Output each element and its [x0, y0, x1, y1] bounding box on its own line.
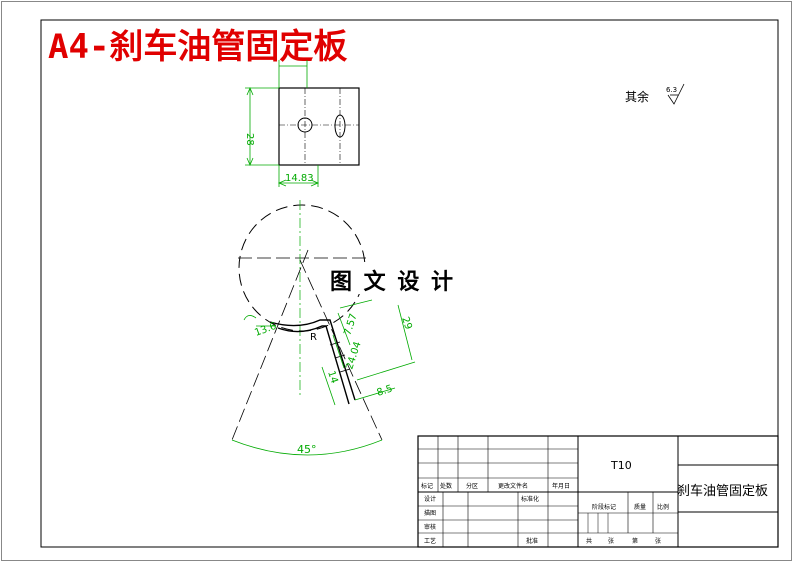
dim-small-label: R	[310, 332, 317, 343]
inner-frame	[40, 19, 779, 548]
tb-label-count: 处数	[440, 482, 452, 490]
tb-page: 第	[632, 537, 638, 545]
tb-total: 共	[586, 537, 592, 545]
tb-check: 审核	[424, 523, 436, 531]
tb-label-zone: 分区	[466, 482, 478, 490]
dim-width-label: 14.83	[285, 173, 314, 184]
tb-standardize: 标准化	[521, 495, 539, 503]
dim-d-label: 14	[325, 370, 339, 386]
dim-angle-label: 45°	[297, 443, 317, 456]
tb-material: T10	[610, 459, 632, 472]
tb-label-date: 年月日	[552, 482, 570, 490]
tb-sheets: 张	[608, 537, 614, 545]
dim-e-label: 8.5	[376, 383, 395, 398]
dim-b-label: 24.04	[344, 340, 363, 371]
clamp-profile	[269, 319, 356, 405]
tb-page-sheets: 张	[655, 537, 661, 545]
front-view: 13.6 R 7.57 24.04 29 14 8.5 45°	[231, 200, 416, 456]
drawing-title: A4-刹车油管固定板	[48, 27, 347, 67]
tb-process: 工艺	[424, 537, 436, 545]
slot-hole	[334, 114, 346, 138]
roughness-symbol-icon	[667, 83, 685, 105]
tb-draw: 描图	[424, 509, 436, 517]
tb-label-file: 更改文件名	[498, 482, 528, 490]
dim-c-label: 29	[399, 316, 413, 332]
title-block	[417, 435, 779, 548]
tb-label-mark: 标记	[421, 482, 433, 490]
watermark-text: 图 文 设 计	[330, 269, 455, 295]
tb-weight: 质量	[634, 503, 646, 511]
roughness-label: 其余	[625, 89, 649, 104]
tb-scale: 比例	[657, 503, 669, 511]
top-view: 28 14.83	[244, 60, 360, 187]
dim-radius-label: 13.6	[253, 321, 278, 339]
tb-design: 设计	[424, 495, 436, 503]
tb-approve: 批准	[526, 537, 538, 545]
roughness-value: 6.3	[666, 86, 677, 94]
round-hole	[297, 117, 313, 133]
tb-part-name: 刹车油管固定板	[677, 483, 768, 499]
dim-height-label: 28	[244, 133, 255, 146]
dim-a-label: 7.57	[342, 312, 359, 337]
plate-outline	[278, 87, 360, 166]
tb-stage-mark: 阶段标记	[592, 503, 616, 511]
